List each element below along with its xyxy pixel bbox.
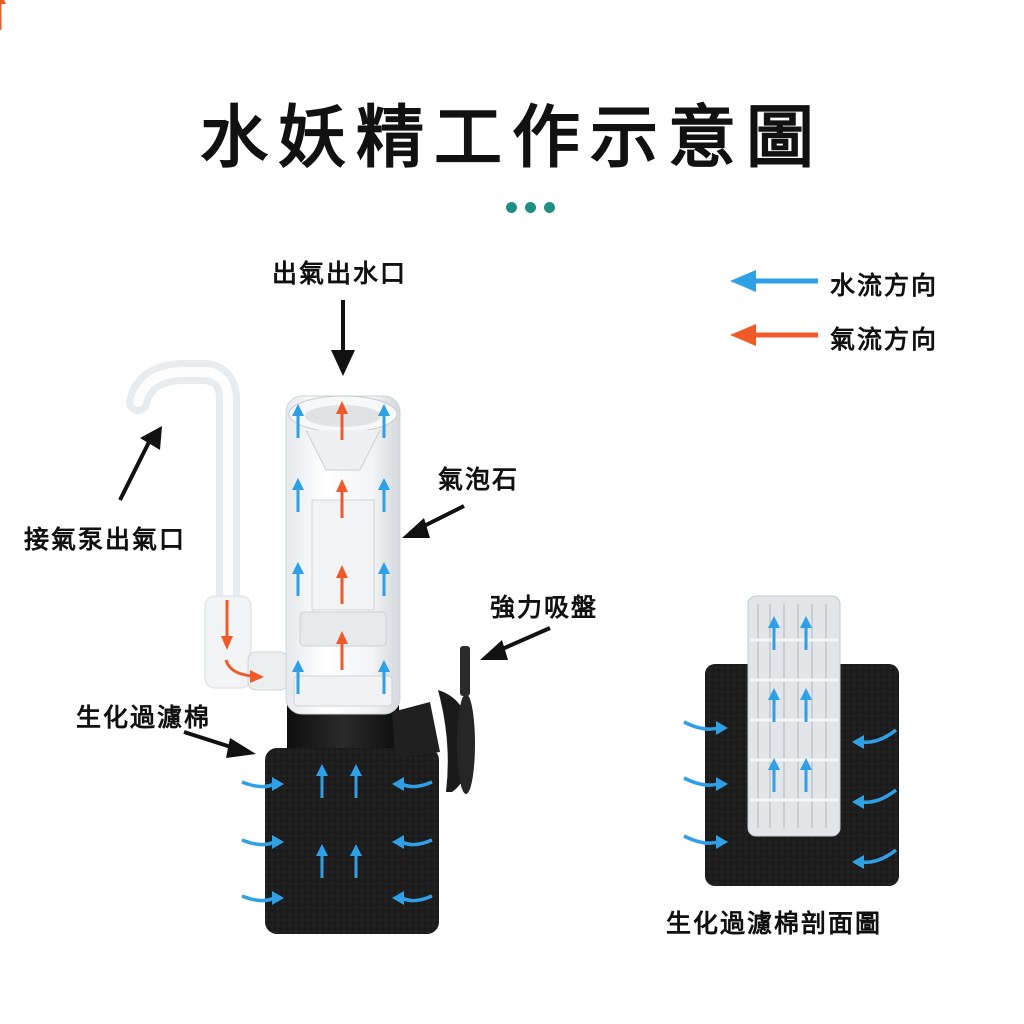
side-inflow-arrows	[241, 720, 898, 903]
label-suction-cup: 強力吸盤	[490, 593, 599, 622]
label-outlet: 出氣出水口	[272, 259, 408, 288]
side-inflow-arrowheads	[272, 721, 864, 905]
legend-air-label: 氣流方向	[830, 325, 939, 354]
label-pump-inlet: 接氣泵出氣口	[24, 525, 187, 554]
title-divider-dots	[506, 202, 555, 213]
air-flow-arrows	[0, 0, 350, 683]
sponge-block	[265, 748, 439, 934]
label-cross-section: 生化過濾棉剖面圖	[666, 909, 883, 938]
legend-air-arrow	[730, 324, 818, 346]
cross-section-illustration	[705, 595, 899, 886]
diagram-title: 水妖精工作示意圖	[199, 99, 824, 178]
legend-water-label: 水流方向	[830, 271, 939, 300]
pointer-arrows	[118, 300, 551, 758]
divider-dot	[544, 202, 555, 213]
label-airstone: 氣泡石	[438, 465, 520, 494]
divider-dot	[506, 202, 517, 213]
label-sponge: 生化過濾棉	[76, 703, 212, 732]
divider-dot	[525, 202, 536, 213]
legend-water-arrow	[730, 270, 818, 292]
